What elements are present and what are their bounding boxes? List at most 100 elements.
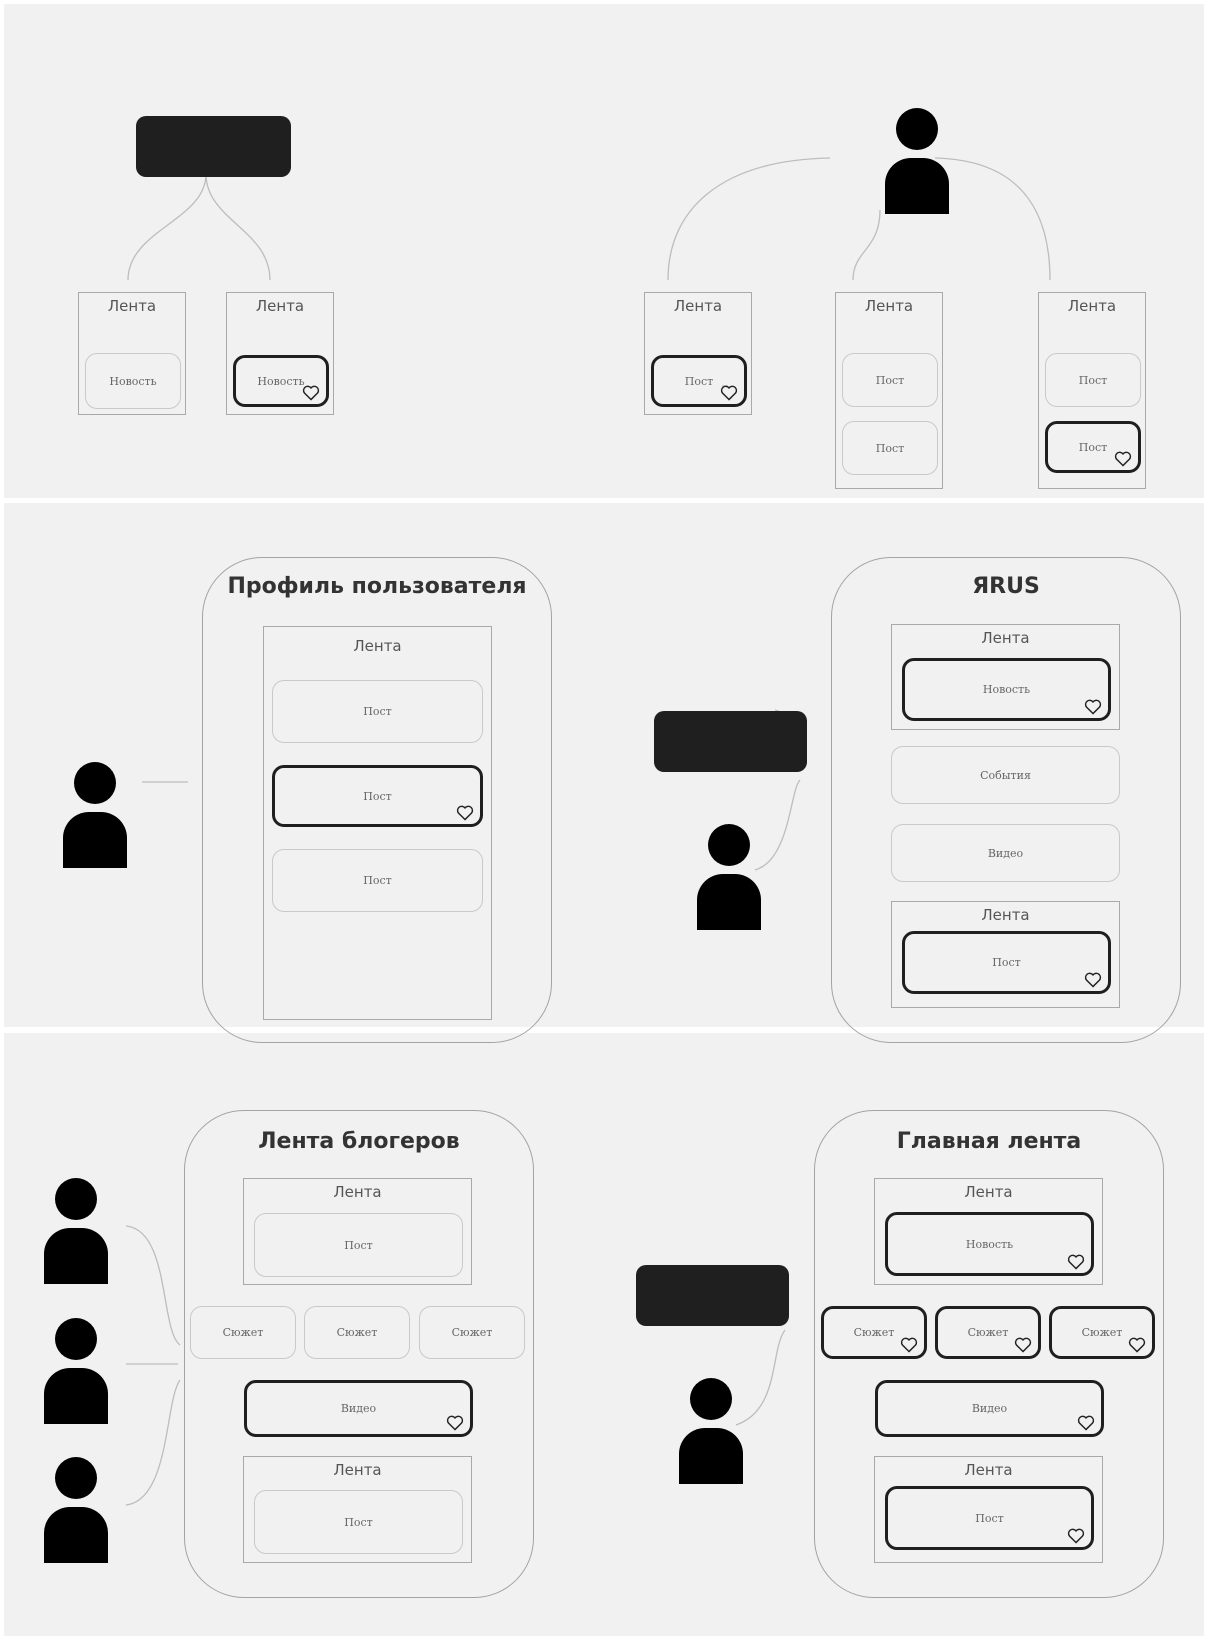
news-card-liked[interactable]: Новость: [885, 1212, 1094, 1276]
person-icon: [63, 762, 127, 868]
heart-icon[interactable]: [1077, 1415, 1095, 1431]
feed-label: Лента: [333, 1183, 382, 1201]
card-label: Видео: [987, 846, 1024, 860]
heart-icon[interactable]: [1084, 699, 1102, 715]
post-card[interactable]: Пост: [254, 1213, 463, 1277]
person-icon: [44, 1178, 108, 1284]
feed-frame: Лента Пост: [644, 292, 752, 415]
feed-label: Лента: [981, 906, 1030, 924]
card-label: Пост: [684, 374, 714, 388]
card-label: Новость: [257, 374, 305, 388]
card-label: Пост: [1078, 373, 1108, 387]
feed-label: Лента: [255, 297, 305, 315]
post-card-liked[interactable]: Пост: [272, 765, 483, 827]
feed-frame: Лента Пост Пост: [1038, 292, 1146, 489]
story-card[interactable]: Сюжет: [304, 1306, 410, 1359]
group-bloggers: Лента блогеров: [184, 1110, 534, 1598]
events-card[interactable]: События: [891, 746, 1120, 804]
person-icon: [697, 824, 761, 930]
news-card-liked[interactable]: Новость: [233, 355, 329, 407]
card-label: Новость: [982, 683, 1031, 696]
story-card-liked[interactable]: Сюжет: [1049, 1306, 1155, 1359]
group-title: Лента блогеров: [258, 1129, 460, 1154]
heart-icon[interactable]: [1067, 1528, 1085, 1544]
card-label: Пост: [363, 874, 392, 887]
feed-label: Лента: [673, 297, 723, 315]
card-label: Пост: [363, 789, 392, 803]
person-icon: [44, 1318, 108, 1424]
video-card-liked[interactable]: Видео: [244, 1380, 473, 1437]
card-label: Новость: [109, 374, 157, 388]
person-icon: [679, 1378, 743, 1484]
feed-frame: Лента Пост: [891, 901, 1120, 1008]
card-label: Пост: [875, 441, 905, 455]
card-label: Сюжет: [451, 1326, 493, 1339]
panel-top: [4, 4, 1204, 498]
card-label: События: [980, 768, 1031, 782]
feed-frame: Лента Новость: [891, 624, 1120, 730]
heart-icon[interactable]: [1114, 451, 1132, 467]
heart-icon[interactable]: [1084, 972, 1102, 988]
post-card-liked[interactable]: Пост: [651, 355, 747, 407]
card-label: Сюжет: [967, 1326, 1009, 1339]
feed-frame: Лента Новость: [874, 1178, 1103, 1285]
news-card[interactable]: Новость: [85, 353, 181, 409]
group-title: ЯRUS: [972, 574, 1040, 599]
heart-icon[interactable]: [456, 805, 474, 821]
card-label: Сюжет: [336, 1326, 378, 1339]
post-card[interactable]: Пост: [272, 680, 483, 743]
post-card-liked[interactable]: Пост: [1045, 421, 1141, 473]
feed-frame: Лента Новость: [78, 292, 186, 415]
source-box: [636, 1265, 789, 1326]
feed-label: Лента: [107, 297, 157, 315]
post-card[interactable]: Пост: [254, 1490, 463, 1554]
heart-icon[interactable]: [302, 385, 320, 401]
feed-label: Лента: [333, 1461, 382, 1479]
post-card[interactable]: Пост: [842, 353, 938, 407]
post-card[interactable]: Пост: [1045, 353, 1141, 407]
story-card[interactable]: Сюжет: [419, 1306, 525, 1359]
feed-frame: Лента Пост: [874, 1456, 1103, 1563]
group-title: Главная лента: [896, 1129, 1082, 1154]
story-card-liked[interactable]: Сюжет: [821, 1306, 927, 1359]
group-main: Главная лента: [814, 1110, 1164, 1598]
card-label: Новость: [965, 1237, 1014, 1251]
news-card-liked[interactable]: Новость: [902, 658, 1111, 721]
card-label: Сюжет: [853, 1326, 895, 1339]
source-box: [654, 711, 807, 772]
group-profile: Профиль пользователя: [202, 557, 552, 1043]
feed-label: Лента: [981, 629, 1030, 647]
post-card-liked[interactable]: Пост: [902, 931, 1111, 994]
feed-label: Лента: [964, 1461, 1013, 1479]
panel-middle: [4, 503, 1204, 1027]
feed-frame: Лента Пост: [243, 1178, 472, 1285]
story-card-liked[interactable]: Сюжет: [935, 1306, 1041, 1359]
source-box: [136, 116, 291, 177]
group-title: Профиль пользователя: [227, 574, 527, 599]
story-card[interactable]: Сюжет: [190, 1306, 296, 1359]
heart-icon[interactable]: [720, 385, 738, 401]
heart-icon[interactable]: [1067, 1254, 1085, 1270]
feed-frame: Лента Пост Пост Пост: [263, 626, 492, 1020]
feed-label: Лента: [1067, 297, 1117, 315]
card-label: Пост: [344, 1515, 373, 1529]
video-card-liked[interactable]: Видео: [875, 1380, 1104, 1437]
card-label: Пост: [975, 1511, 1004, 1525]
card-label: Пост: [1078, 440, 1108, 454]
heart-icon[interactable]: [446, 1415, 464, 1431]
card-label: Сюжет: [222, 1326, 264, 1339]
person-icon: [885, 108, 949, 214]
heart-icon[interactable]: [1014, 1337, 1032, 1353]
feed-frame: Лента Пост: [243, 1456, 472, 1563]
post-card[interactable]: Пост: [272, 849, 483, 912]
post-card[interactable]: Пост: [842, 421, 938, 475]
post-card-liked[interactable]: Пост: [885, 1486, 1094, 1550]
heart-icon[interactable]: [900, 1337, 918, 1353]
card-label: Пост: [875, 373, 905, 387]
heart-icon[interactable]: [1128, 1337, 1146, 1353]
video-card[interactable]: Видео: [891, 824, 1120, 882]
card-label: Видео: [971, 1402, 1008, 1415]
card-label: Видео: [340, 1402, 377, 1415]
feed-frame: Лента Пост Пост: [835, 292, 943, 489]
card-label: Сюжет: [1081, 1326, 1123, 1339]
